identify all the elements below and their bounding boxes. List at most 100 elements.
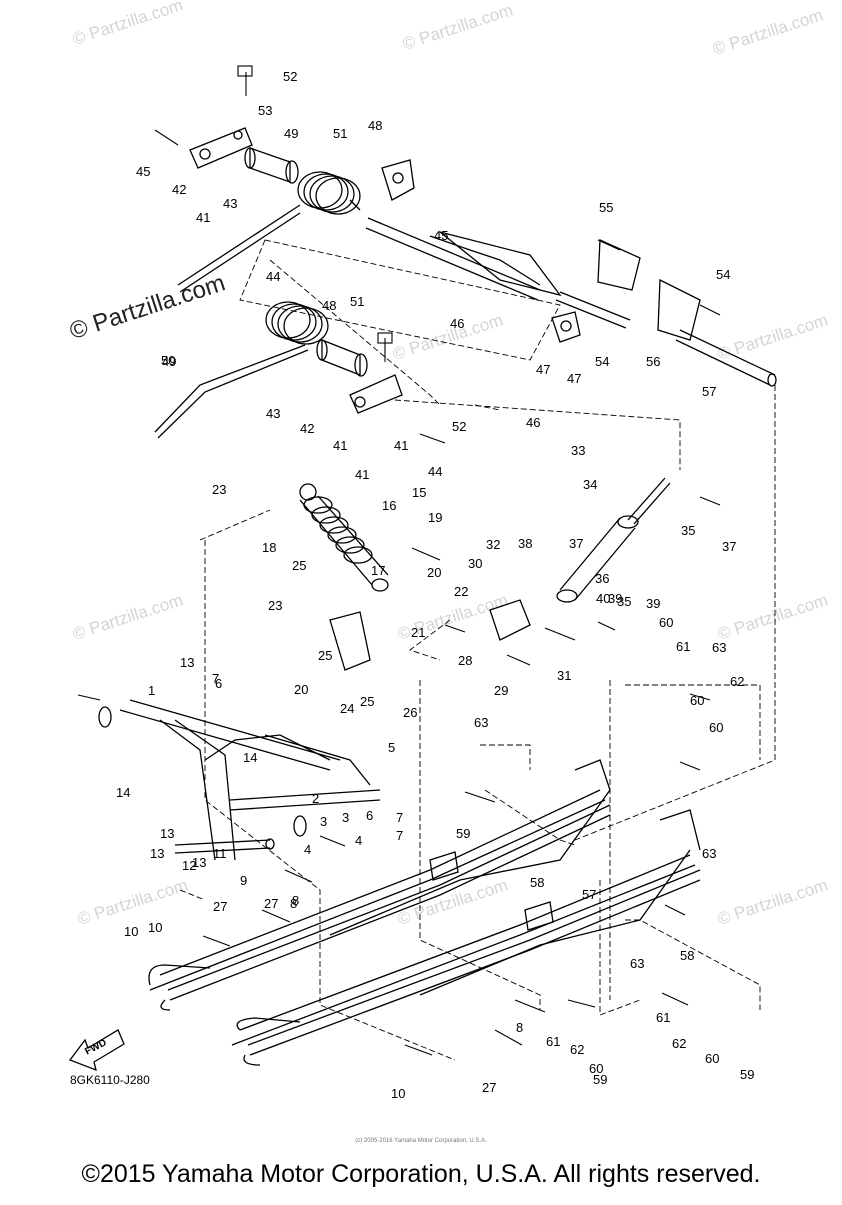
callout-60: 60 [589,1061,603,1076]
svg-text:© Partzilla.com: © Partzilla.com [70,0,185,49]
callout-51: 51 [333,126,347,141]
callout-14: 14 [116,785,130,800]
callout-49: 49 [162,354,176,369]
callout-57: 57 [702,384,716,399]
callout-10: 10 [391,1086,405,1101]
svg-text:© Partzilla.com: © Partzilla.com [400,0,515,53]
callout-13: 13 [192,855,206,870]
callout-4: 4 [355,833,362,848]
fwd-label: FWD [83,1037,108,1057]
callout-60: 60 [690,693,704,708]
svg-text:© Partzilla.com: © Partzilla.com [715,590,830,643]
callout-62: 62 [672,1036,686,1051]
svg-text:© Partzilla.com: © Partzilla.com [75,875,190,928]
callout-63: 63 [712,640,726,655]
callout-52: 52 [452,419,466,434]
callout-49: 49 [284,126,298,141]
callout-7: 7 [212,671,219,686]
callout-34: 34 [583,477,597,492]
callout-37: 37 [722,539,736,554]
callout-46: 46 [450,316,464,331]
callout-55: 55 [599,200,613,215]
callout-11: 11 [213,846,227,861]
callout-23: 23 [212,482,226,497]
callout-60: 60 [659,615,673,630]
callout-4: 4 [304,842,311,857]
slide-rail-right [231,809,701,1066]
callout-36: 36 [595,571,609,586]
callout-10: 10 [124,924,138,939]
callout-27: 27 [264,896,278,911]
shock-absorber-front [299,483,389,592]
callout-25: 25 [292,558,306,573]
svg-text:© Partzilla.com: © Partzilla.com [715,875,830,928]
callout-38: 38 [518,536,532,551]
callout-28: 28 [458,653,472,668]
callout-44: 44 [266,269,280,284]
callout-62: 62 [730,674,744,689]
callout-47: 47 [567,371,581,386]
callout-14: 14 [243,750,257,765]
callout-22: 22 [454,584,468,599]
callout-18: 18 [262,540,276,555]
callout-63: 63 [702,846,716,861]
callout-31: 31 [557,668,571,683]
callout-3: 3 [342,810,349,825]
callout-15: 15 [412,485,426,500]
callout-13: 13 [150,846,164,861]
svg-text:© Partzilla.com: © Partzilla.com [710,5,825,58]
callout-24: 24 [340,701,354,716]
callout-39: 39 [646,596,660,611]
copyright-small-text: (c) 2005-2016 Yamaha Motor Corporation, … [355,1138,487,1144]
callout-20: 20 [427,565,441,580]
callout-61: 61 [676,639,690,654]
callout-7: 7 [396,810,403,825]
callout-35: 35 [617,594,631,609]
slide-rail-left [148,759,611,1011]
callout-5: 5 [388,740,395,755]
callout-56: 56 [646,354,660,369]
callout-41: 41 [333,438,347,453]
callout-42: 42 [300,421,314,436]
callout-51: 51 [350,294,364,309]
callout-50: 50 [161,353,175,368]
callout-46: 46 [526,415,540,430]
callout-25: 25 [318,648,332,663]
callout-47: 47 [536,362,550,377]
callout-43: 43 [266,406,280,421]
callout-62: 62 [570,1042,584,1057]
part-drawings [68,65,777,1072]
callout-52: 52 [283,69,297,84]
callout-48: 48 [322,298,336,313]
callout-32: 32 [486,537,500,552]
callout-58: 58 [530,875,544,890]
diagram-reference-code: 8GK6110-J280 [70,1073,150,1087]
callout-6: 6 [215,676,222,691]
callout-10: 10 [148,920,162,935]
callout-45: 45 [434,228,448,243]
callout-61: 61 [546,1034,560,1049]
callout-57: 57 [582,887,596,902]
callout-33: 33 [571,443,585,458]
callout-60: 60 [709,720,723,735]
callout-48: 48 [368,118,382,133]
callout-60: 60 [705,1051,719,1066]
callout-20: 20 [294,682,308,697]
callout-1: 1 [148,683,155,698]
callout-27: 27 [482,1080,496,1095]
callout-25: 25 [360,694,374,709]
callout-35: 35 [681,523,695,538]
callout-44: 44 [428,464,442,479]
callout-39: 39 [608,591,622,606]
callout-3: 3 [320,814,327,829]
callout-54: 54 [595,354,609,369]
svg-text:© Partzilla.com: © Partzilla.com [390,310,505,363]
callout-26: 26 [403,705,417,720]
svg-text:© Partzilla.com: © Partzilla.com [715,310,830,363]
shock-absorber-rear [556,477,671,603]
callout-41: 41 [196,210,210,225]
callout-41: 41 [355,467,369,482]
copyright-notice: ©2015 Yamaha Motor Corporation, U.S.A. A… [81,1160,761,1188]
